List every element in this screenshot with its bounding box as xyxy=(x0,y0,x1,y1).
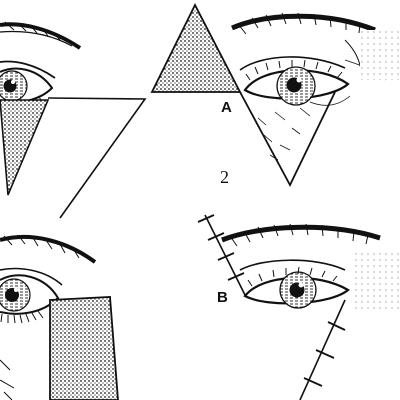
incision-triangle-lower xyxy=(239,91,336,187)
eyebrow xyxy=(0,22,82,50)
eye-outline xyxy=(243,276,350,305)
eyebrow xyxy=(221,224,381,243)
suture-line-lower xyxy=(299,299,346,400)
bottom-right-eye-figure xyxy=(197,214,400,400)
eyebrow xyxy=(0,234,97,264)
stippled-flap xyxy=(0,99,50,196)
label-point-b: B xyxy=(217,289,228,306)
top-right-eye-figure xyxy=(150,3,400,187)
stippled-flap xyxy=(49,296,119,400)
eye-outline xyxy=(243,69,350,100)
stippled-flap-upper xyxy=(150,3,242,93)
label-figure-number: 2 xyxy=(220,167,229,187)
label-point-a: A xyxy=(221,99,232,116)
bottom-left-eye-figure xyxy=(0,234,119,400)
suture-line-upper xyxy=(204,214,246,296)
incision-triangle xyxy=(47,97,147,219)
eye-outline xyxy=(0,274,60,315)
eyebrow xyxy=(231,13,376,33)
top-left-eye-figure xyxy=(0,21,147,219)
